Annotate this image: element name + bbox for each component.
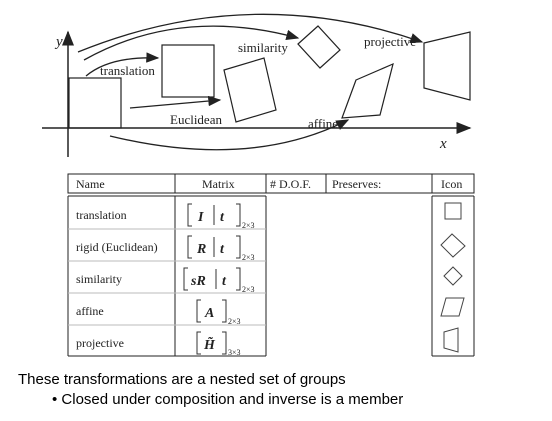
- projective-arrow: [77, 13, 424, 53]
- translated-square: [161, 44, 215, 98]
- header-preserves: Preserves:: [332, 177, 381, 191]
- trapezoid-icon: [443, 327, 459, 353]
- matrix-entry: R: [196, 242, 206, 257]
- similarity-square: [297, 25, 341, 69]
- label-affine: affine: [308, 116, 338, 131]
- original-square: [68, 77, 122, 129]
- similarity-arrow: [83, 25, 300, 61]
- matrix-entry: t: [220, 242, 225, 257]
- header-matrix: Matrix: [202, 177, 235, 191]
- matrix-similarity: sR t 2×3: [183, 267, 255, 294]
- small-rotated-square-icon: [443, 266, 463, 286]
- matrix-translation: I t 2×3: [187, 203, 255, 230]
- transformations-diagram: x y translation similarity projective Eu…: [42, 13, 472, 157]
- row-name: translation: [76, 208, 127, 222]
- projective-trapezoid: [423, 31, 471, 101]
- label-projective: projective: [364, 34, 416, 49]
- matrix-entry: A: [204, 306, 214, 321]
- row-name: projective: [76, 336, 124, 350]
- matrix-entry: sR: [190, 274, 206, 289]
- label-translation: translation: [100, 63, 155, 78]
- square-icon: [444, 202, 462, 220]
- transformations-table: Name Matrix # D.O.F. Preserves: Icon tra…: [67, 173, 475, 357]
- matrix-entry: t: [220, 210, 225, 225]
- matrix-subscript: 2×3: [228, 317, 241, 326]
- affine-parallelogram: [341, 62, 394, 119]
- header-icon: Icon: [441, 177, 462, 191]
- matrix-entry: t: [222, 274, 227, 289]
- euclidean-square: [223, 57, 277, 123]
- translation-arrow: [85, 52, 160, 77]
- matrix-entry: I: [197, 210, 204, 225]
- matrix-subscript: 2×3: [242, 285, 255, 294]
- row-name: similarity: [76, 272, 122, 286]
- affine-arrow: [109, 119, 350, 151]
- x-axis-label: x: [439, 136, 447, 152]
- header-name: Name: [76, 177, 105, 191]
- matrix-subscript: 3×3: [228, 348, 241, 357]
- note-line-1: These transformations are a nested set o…: [18, 371, 346, 388]
- row-name: rigid (Euclidean): [76, 240, 158, 254]
- row-name: affine: [76, 304, 104, 318]
- parallelogram-icon: [440, 297, 465, 317]
- header-dof: # D.O.F.: [270, 177, 311, 191]
- matrix-subscript: 2×3: [242, 221, 255, 230]
- matrix-projective: H̃ 3×3: [196, 331, 241, 357]
- matrix-entry: H̃: [203, 336, 216, 353]
- euclidean-arrow: [129, 95, 222, 109]
- matrix-affine: A 2×3: [196, 299, 241, 326]
- label-similarity: similarity: [238, 40, 288, 55]
- note-line-2: • Closed under composition and inverse i…: [52, 391, 404, 408]
- y-axis-label: y: [54, 34, 63, 50]
- rotated-square-icon: [440, 233, 466, 258]
- matrix-subscript: 2×3: [242, 253, 255, 262]
- label-euclidean: Euclidean: [170, 112, 222, 127]
- matrix-rigid: R t 2×3: [187, 235, 255, 262]
